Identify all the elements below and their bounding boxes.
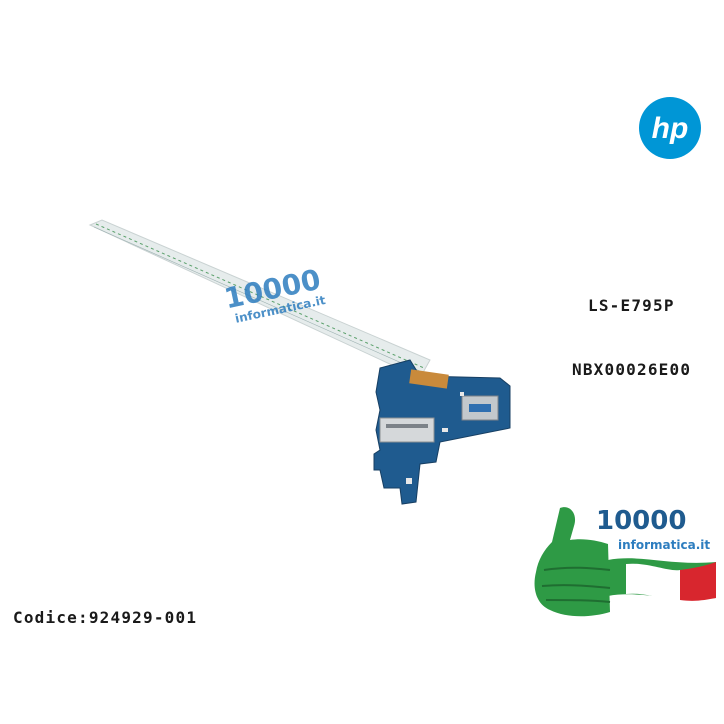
badge-number: 10000	[596, 506, 687, 536]
hp-logo: hp	[638, 96, 702, 160]
italy-badge: 10000 informatica.it	[530, 500, 720, 650]
product-code: Codice:924929-001	[13, 608, 198, 627]
part-number: LS-E795P	[588, 296, 675, 315]
board-code: NBX00026E00	[572, 360, 692, 379]
badge-domain: informatica.it	[618, 538, 711, 552]
hp-logo-text: hp	[652, 112, 689, 145]
product-image	[80, 210, 520, 510]
